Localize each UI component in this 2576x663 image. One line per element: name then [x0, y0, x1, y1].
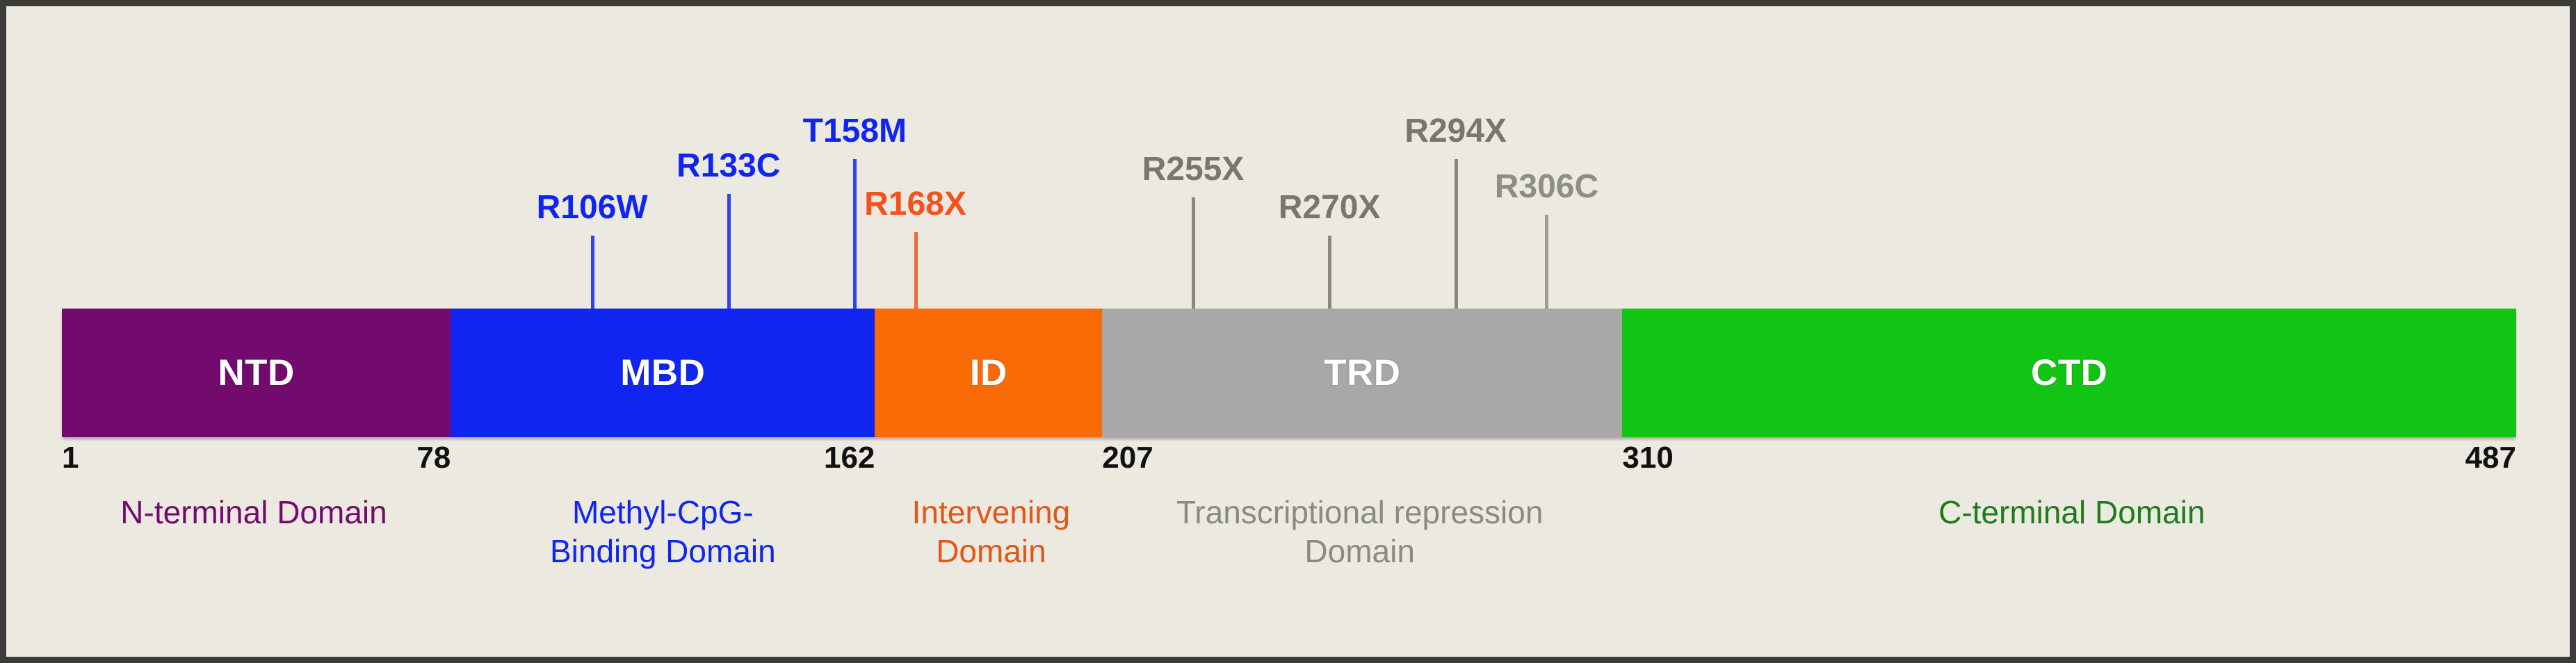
domain-block-mbd: MBD	[451, 309, 875, 437]
mutation-label: R270X	[1278, 189, 1381, 226]
domain-caption: N-terminal Domain	[120, 494, 387, 530]
domain-abbr-label: ID	[969, 352, 1007, 393]
mutation-label: R168X	[864, 186, 966, 222]
domain-block-id: ID	[875, 309, 1103, 437]
domain-caption: Transcriptional repression Domain	[1176, 494, 1544, 570]
mutation-stem	[1545, 215, 1549, 309]
domain-abbr-label: MBD	[620, 352, 706, 393]
mutation-label: T158M	[802, 113, 907, 149]
domain-caption: Methyl-CpG- Binding Domain	[549, 494, 776, 570]
domain-caption: C-terminal Domain	[1938, 494, 2205, 530]
mutation-label: R294X	[1404, 113, 1507, 149]
domain-abbr-label: CTD	[2030, 352, 2108, 393]
mutation-stem	[1328, 236, 1332, 309]
mutation-stem	[1454, 159, 1458, 309]
mutation-label: R106W	[536, 189, 648, 226]
mutation-stem	[853, 159, 857, 309]
domain-block-ntd: NTD	[62, 309, 451, 437]
mutation-label: R306C	[1494, 168, 1599, 205]
boundary-number-162: 162	[823, 441, 875, 475]
mutation-stem	[914, 232, 918, 309]
mutation-stem	[727, 194, 731, 309]
boundary-number-310: 310	[1622, 441, 1674, 475]
boundary-number-1: 1	[62, 441, 79, 475]
domain-abbr-label: TRD	[1324, 352, 1401, 393]
domain-abbr-label: NTD	[218, 352, 295, 393]
boundary-number-487: 487	[2465, 441, 2516, 475]
boundary-number-207: 207	[1102, 441, 1153, 475]
domain-block-trd: TRD	[1102, 309, 1623, 437]
boundary-number-78: 78	[416, 441, 451, 475]
mutation-label: R255X	[1142, 151, 1245, 188]
mutation-label: R133C	[677, 147, 781, 184]
mutation-stem	[1191, 197, 1195, 309]
domain-bar: NTD MBD ID TRD CTD	[62, 309, 2516, 437]
plot-area: R106W R133C T158M R168X R255X R270X R294X R306C…	[62, 6, 2516, 657]
domain-caption: Intervening Domain	[912, 494, 1071, 570]
mutation-stem	[590, 236, 594, 309]
domain-block-ctd: CTD	[1622, 309, 2516, 437]
